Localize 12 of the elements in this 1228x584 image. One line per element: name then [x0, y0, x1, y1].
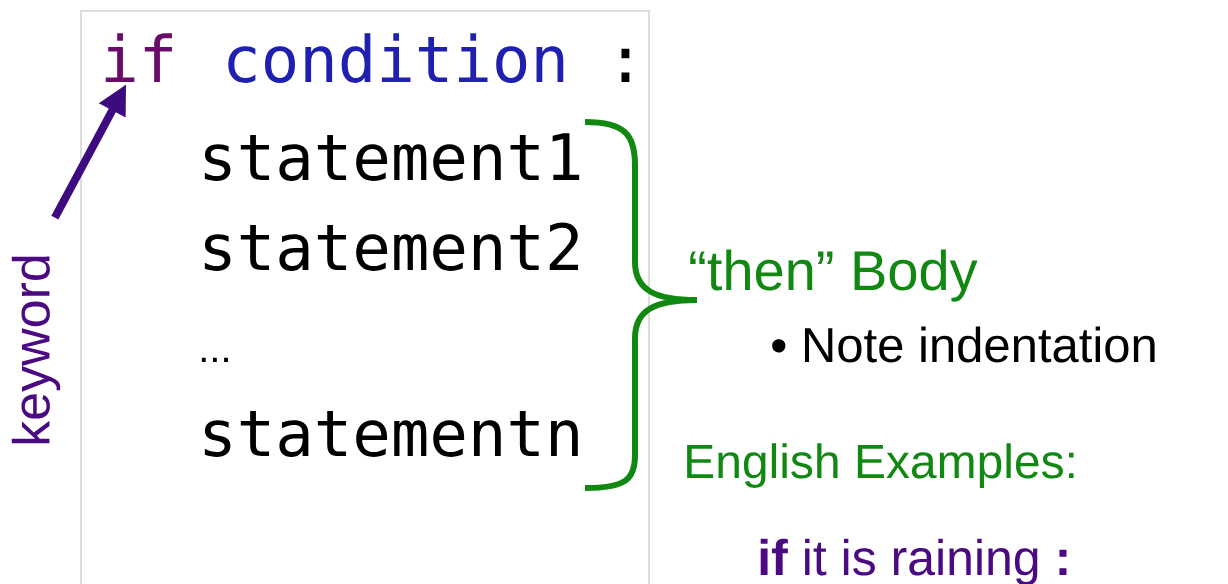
body-label: “then” Body — [690, 249, 978, 302]
code-text: statement2 — [204, 222, 579, 271]
code-text: statementn — [204, 411, 578, 457]
rotated-label: keyword — [11, 256, 61, 444]
code-text: condition — [228, 33, 564, 83]
code-box — [80, 10, 650, 584]
bullet-note: • Note indentation — [772, 326, 1155, 363]
code-text: statement1 — [204, 133, 580, 181]
section-heading: English Examples: — [687, 443, 1074, 488]
code-keyword: if — [105, 33, 172, 82]
code-text: : — [621, 48, 630, 82]
code-text: ... — [201, 357, 228, 362]
